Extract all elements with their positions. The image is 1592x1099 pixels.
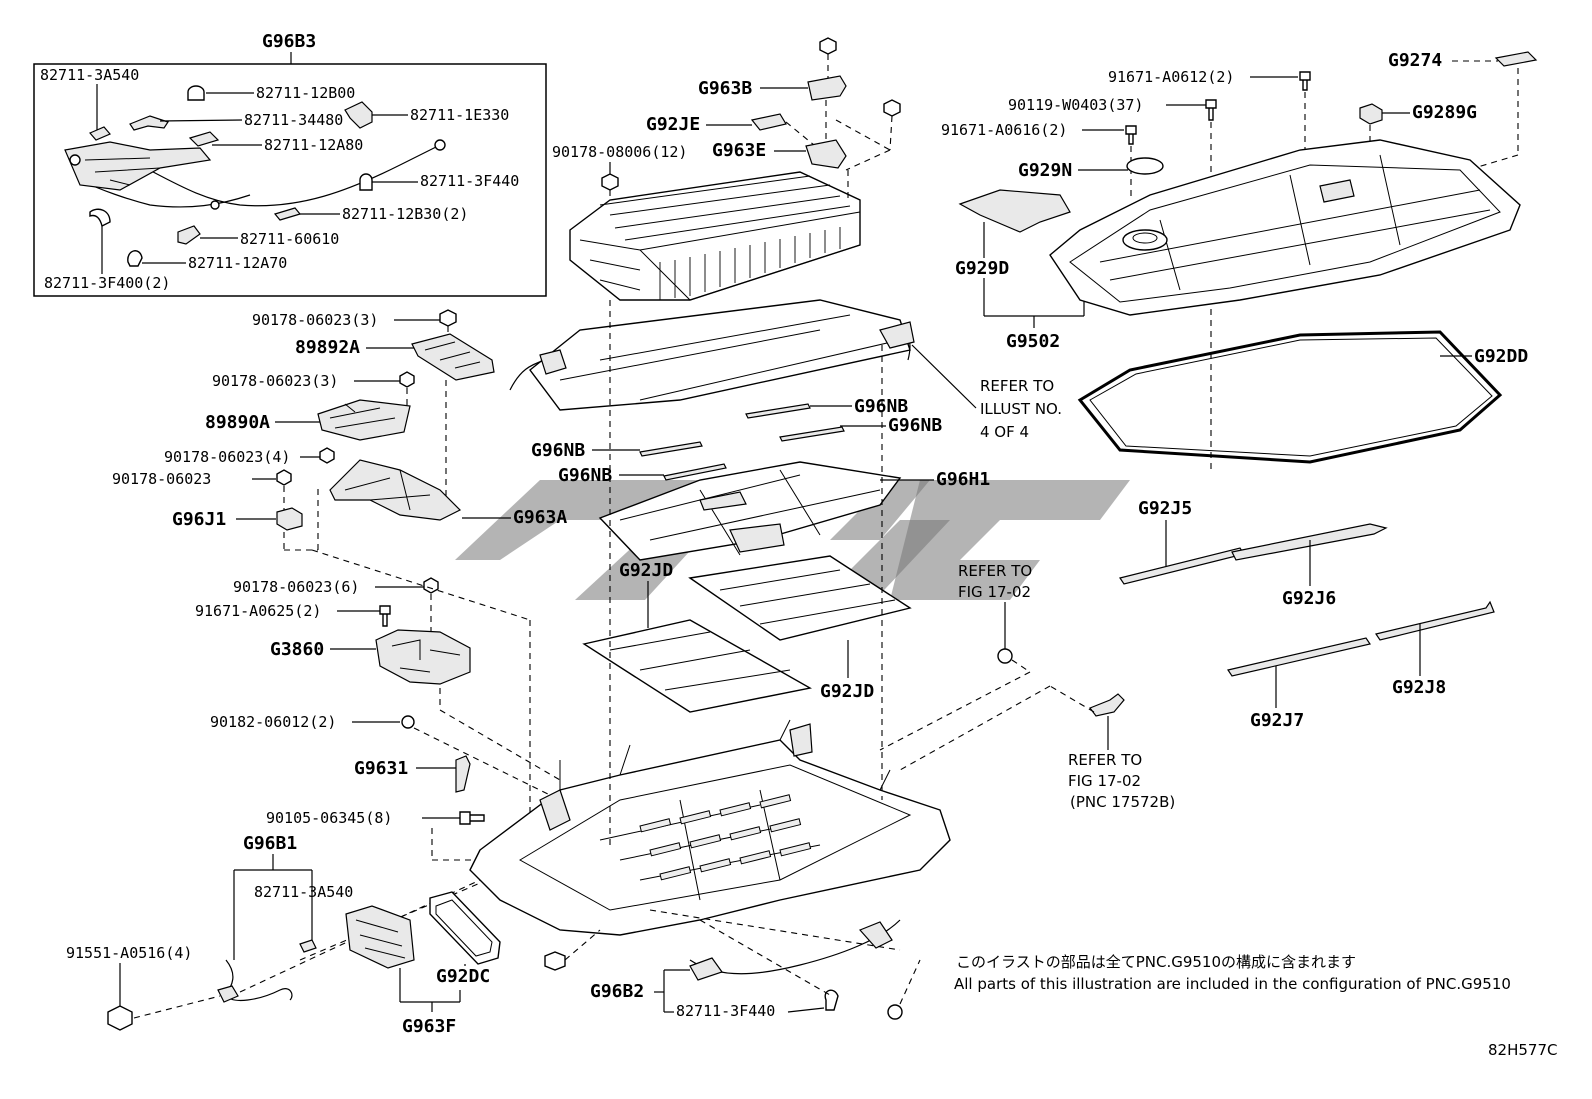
label-82711-12a80: 82711-12A80 — [264, 136, 363, 154]
refer-fig-b-line-3: (PNC 17572B) — [1070, 793, 1175, 811]
clip-icon — [401, 715, 415, 729]
label-g96nb-2: G96NB — [888, 415, 942, 436]
label-89892a: 89892A — [295, 337, 360, 358]
center-top-parts: G963B G92JE G963E 90178-08006(12) — [509, 37, 1062, 850]
label-g929n: G929N — [1018, 160, 1072, 181]
label-82711-3f440-top: 82711-3F440 — [420, 172, 519, 190]
label-g92j5: G92J5 — [1138, 498, 1192, 519]
label-89890a: 89890A — [205, 412, 270, 433]
refer-illust-line-2: ILLUST NO. — [980, 400, 1062, 418]
g96b3-group: G96B3 82711-3A540 82711-12B00 82711-3448… — [33, 31, 547, 297]
bolt-icon — [379, 605, 391, 627]
label-g96nb-1: G96NB — [854, 396, 908, 417]
label-g92j6: G92J6 — [1282, 588, 1336, 609]
label-90178-06023-3b: 90178-06023(3) — [212, 372, 338, 390]
label-g96nb-4: G96NB — [558, 465, 612, 486]
label-g963f: G963F — [402, 1016, 456, 1037]
label-g929d: G929D — [955, 258, 1009, 279]
label-90178-08006: 90178-08006(12) — [552, 143, 687, 161]
label-g963e: G963E — [712, 140, 766, 161]
bolt-icon — [459, 811, 485, 825]
bolt-icon — [1299, 71, 1311, 91]
label-g9289g: G9289G — [1412, 102, 1477, 123]
label-91551-a0516: 91551-A0516(4) — [66, 944, 192, 962]
clip-icon — [89, 126, 111, 141]
refer-fig-b-line-2: FIG 17-02 — [1068, 772, 1141, 790]
label-90178-06023: 90178-06023 — [112, 470, 211, 488]
label-82711-3a540: 82711-3A540 — [40, 66, 139, 84]
label-g92je: G92JE — [646, 114, 700, 135]
nut-icon — [423, 577, 439, 594]
label-91671-a0616: 91671-A0616(2) — [941, 121, 1067, 139]
label-82711-3f400: 82711-3F400(2) — [44, 274, 170, 292]
refer-illust-line-1: REFER TO — [980, 377, 1054, 395]
label-g9631: G9631 — [354, 758, 408, 779]
label-91671-a0625: 91671-A0625(2) — [195, 602, 321, 620]
label-g92j8: G92J8 — [1392, 677, 1446, 698]
grommet-icon — [187, 85, 205, 101]
label-82711-12b00: 82711-12B00 — [256, 84, 355, 102]
clip-icon — [887, 1004, 903, 1020]
bottom-left-parts: G96B1 82711-3A540 91551-A0516(4) G92DC G… — [66, 833, 521, 1037]
label-90119-w0403: 90119-W0403(37) — [1008, 96, 1143, 114]
nut-icon — [819, 37, 837, 55]
label-g963b: G963B — [698, 78, 752, 99]
footnote-english: All parts of this illustration are inclu… — [954, 975, 1511, 993]
bolt-icon — [1125, 125, 1137, 145]
nut-icon — [399, 371, 415, 388]
label-g963a: G963A — [513, 507, 567, 528]
label-82711-3f440-bottom: 82711-3F440 — [676, 1002, 775, 1020]
bolt-icon — [544, 951, 566, 971]
nut-icon — [601, 173, 619, 191]
label-g92j7: G92J7 — [1250, 710, 1304, 731]
label-90178-06023-4: 90178-06023(4) — [164, 448, 290, 466]
bolt-head-icon — [107, 1005, 133, 1031]
label-g9502: G9502 — [1006, 331, 1060, 352]
label-82711-12b30: 82711-12B30(2) — [342, 205, 468, 223]
label-82711-34480: 82711-34480 — [244, 111, 343, 129]
label-82711-1e330: 82711-1E330 — [410, 106, 509, 124]
footnote: このイラストの部品は全てPNC.G9510の構成に含まれます All parts… — [954, 953, 1557, 1059]
label-g96h1: G96H1 — [936, 469, 990, 490]
bolt-icon — [1205, 99, 1217, 121]
right-side-parts: G9274 91671-A0612(2) 90119-W0403(37) 916… — [879, 50, 1538, 811]
label-90178-06023-3a: 90178-06023(3) — [252, 311, 378, 329]
label-g96b2: G96B2 — [590, 981, 644, 1002]
label-90178-06023-6: 90178-06023(6) — [233, 578, 359, 596]
label-82711-60610: 82711-60610 — [240, 230, 339, 248]
label-82711-12a70: 82711-12A70 — [188, 254, 287, 272]
label-g3860: G3860 — [270, 639, 324, 660]
refer-illust-line-3: 4 OF 4 — [980, 423, 1029, 441]
label-g9274: G9274 — [1388, 50, 1442, 71]
label-g96b3: G96B3 — [262, 31, 316, 52]
refer-fig-a-line-2: FIG 17-02 — [958, 583, 1031, 601]
refer-fig-a-line-1: REFER TO — [958, 562, 1032, 580]
refer-fig-b-line-1: REFER TO — [1068, 751, 1142, 769]
label-90105-06345: 90105-06345(8) — [266, 809, 392, 827]
left-column-parts: 90178-06023(3) 89892A 90178-06023(3) 898… — [112, 309, 567, 861]
battery-tray: G96B2 82711-3F440 — [469, 719, 951, 1020]
nut-icon — [439, 309, 457, 327]
label-g92dc: G92DC — [436, 966, 490, 987]
nut-icon — [276, 469, 292, 486]
label-g96j1: G96J1 — [172, 509, 226, 530]
clip-icon — [997, 648, 1013, 664]
label-g92jd-2: G92JD — [820, 681, 874, 702]
nut-icon — [883, 99, 901, 117]
label-g96b1: G96B1 — [243, 833, 297, 854]
footnote-japanese: このイラストの部品は全てPNC.G9510の構成に含まれます — [956, 953, 1356, 971]
label-90182-06012: 90182-06012(2) — [210, 713, 336, 731]
label-g92jd-1: G92JD — [619, 560, 673, 581]
label-82711-3a540-bottom: 82711-3A540 — [254, 883, 353, 901]
label-91671-a0612: 91671-A0612(2) — [1108, 68, 1234, 86]
diagram-id: 82H577C — [1488, 1041, 1557, 1059]
nut-icon — [319, 447, 335, 464]
label-g92dd: G92DD — [1474, 346, 1528, 367]
label-g96nb-3: G96NB — [531, 440, 585, 461]
